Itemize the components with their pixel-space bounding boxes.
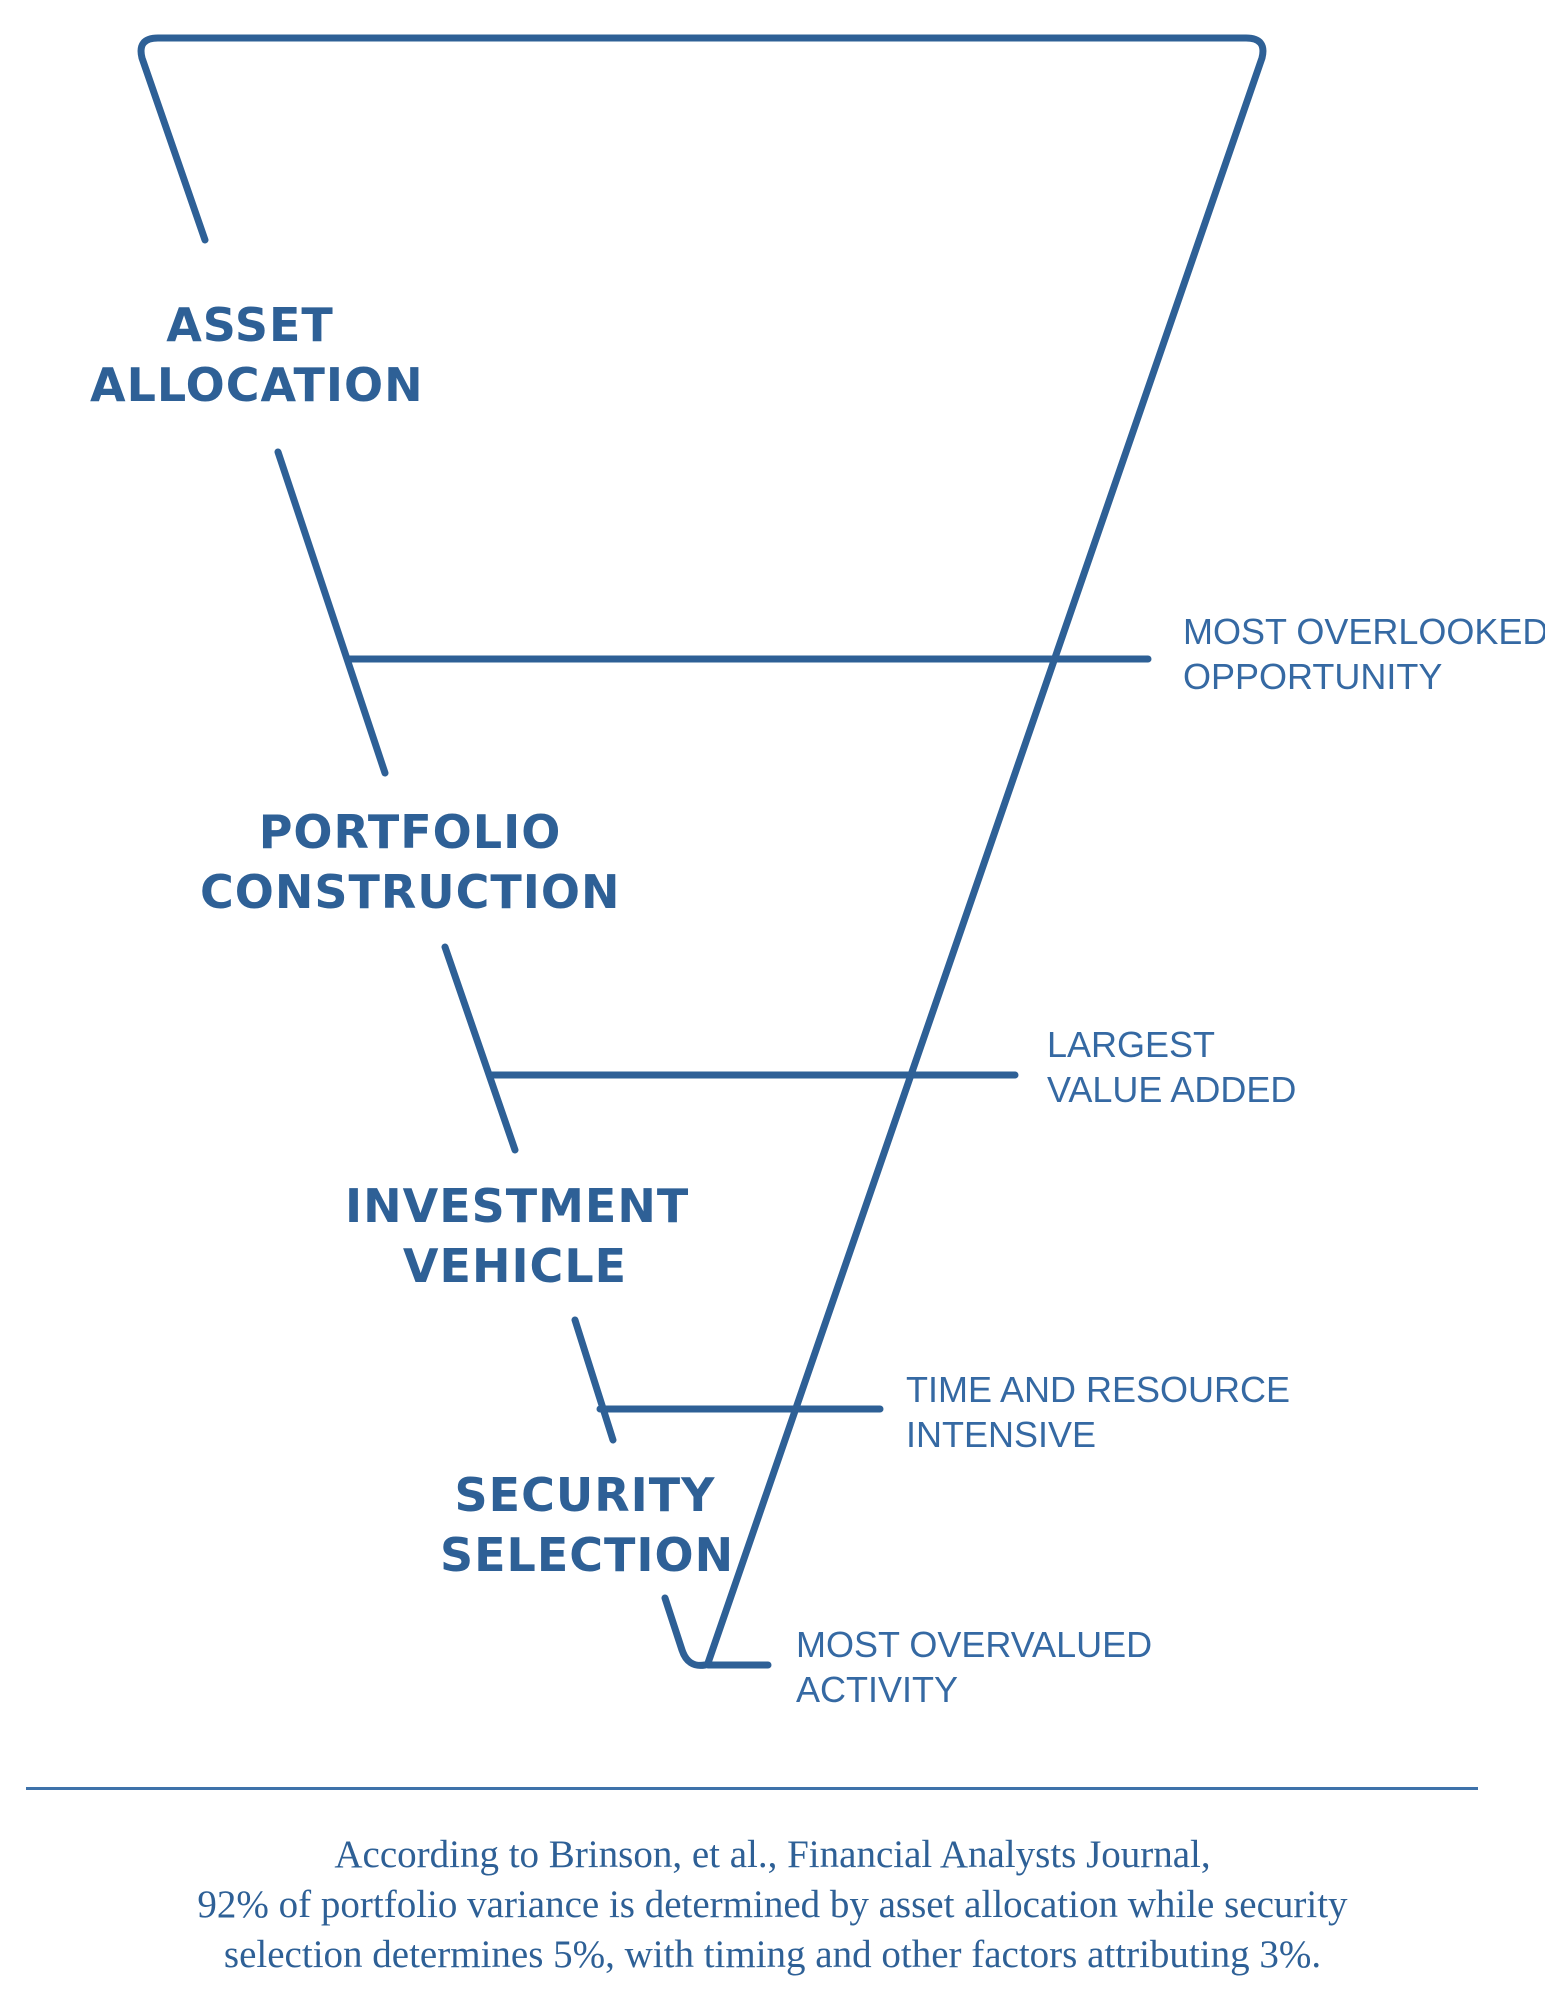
note-label-resource-intensive: TIME AND RESOURCE INTENSIVE <box>906 1367 1290 1457</box>
note-label-line: LARGEST <box>1047 1024 1216 1065</box>
stage-label-line: PORTFOLIO <box>258 805 562 859</box>
funnel-outline <box>137 34 1267 1667</box>
note-label-line: ACTIVITY <box>796 1669 959 1710</box>
stage-label-line: ALLOCATION <box>90 358 424 412</box>
stage-label-line: SELECTION <box>440 1528 735 1582</box>
note-label-line: MOST OVERVALUED <box>796 1624 1153 1665</box>
funnel-left-edge-segment <box>441 943 519 1154</box>
note-label-line: VALUE ADDED <box>1047 1069 1297 1110</box>
funnel-left-edge-segment <box>571 1316 617 1444</box>
funnel-left-edge-segment <box>274 448 389 777</box>
stage-label-investment-vehicle: INVESTMENT VEHICLE <box>345 1176 690 1296</box>
divider-rule <box>26 1787 1478 1790</box>
stage-label-line: VEHICLE <box>402 1239 628 1293</box>
stage-label-portfolio-construction: PORTFOLIO CONSTRUCTION <box>200 802 620 922</box>
note-label-overvalued: MOST OVERVALUED ACTIVITY <box>796 1622 1152 1712</box>
stage-label-line: ASSET <box>166 298 334 352</box>
caption-line: 92% of portfolio variance is determined … <box>197 1883 1348 1926</box>
caption-line: selection determines 5%, with timing and… <box>223 1933 1322 1976</box>
stage-label-asset-allocation: ASSET ALLOCATION <box>90 295 424 415</box>
note-label-line: TIME AND RESOURCE <box>906 1369 1291 1410</box>
note-label-overlooked: MOST OVERLOOKED OPPORTUNITY <box>1183 609 1545 699</box>
caption-line: According to Brinson, et al., Financial … <box>334 1833 1211 1876</box>
note-label-line: INTENSIVE <box>906 1414 1097 1455</box>
stage-label-line: CONSTRUCTION <box>200 865 621 919</box>
caption: According to Brinson, et al., Financial … <box>0 1830 1545 1980</box>
funnel-diagram <box>137 34 1267 1669</box>
stage-label-line: INVESTMENT <box>345 1179 690 1233</box>
note-label-value-added: LARGEST VALUE ADDED <box>1047 1022 1296 1112</box>
funnel-left-edge-segment <box>661 1594 709 1669</box>
note-label-line: OPPORTUNITY <box>1183 656 1443 697</box>
note-label-line: MOST OVERLOOKED <box>1183 611 1545 652</box>
stage-label-line: SECURITY <box>454 1468 716 1522</box>
stage-label-security-selection: SECURITY SELECTION <box>440 1465 735 1585</box>
